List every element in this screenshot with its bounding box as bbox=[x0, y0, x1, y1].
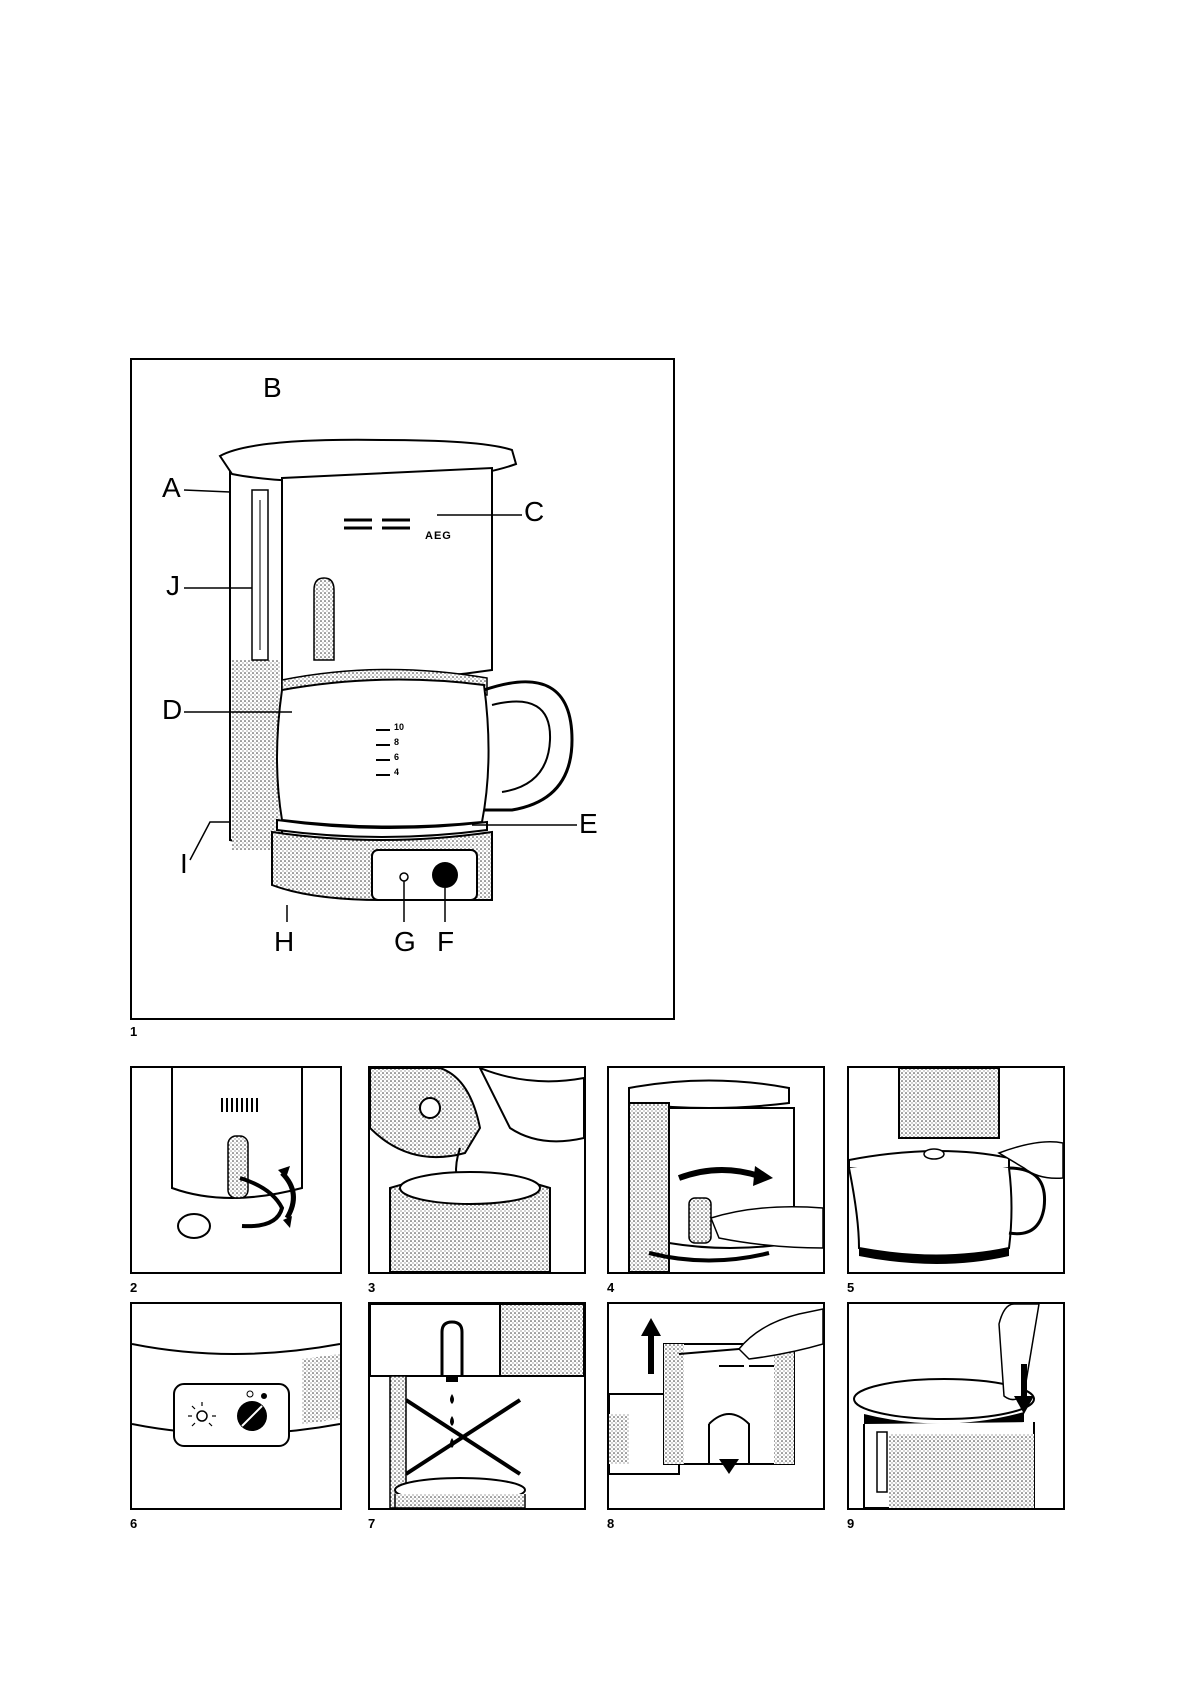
brand-logo-text: AEG bbox=[425, 530, 452, 542]
switch-on-illustration bbox=[132, 1304, 340, 1508]
figure-2-frame bbox=[130, 1066, 342, 1274]
close-lid-illustration bbox=[849, 1304, 1063, 1508]
figure-4-number: 4 bbox=[607, 1280, 614, 1295]
drip-stop-illustration bbox=[370, 1304, 584, 1508]
figure-1-frame: B A C J D E I H G F AEG 10 8 6 4 bbox=[130, 358, 675, 1020]
label-f: F bbox=[437, 926, 454, 958]
figure-2-number: 2 bbox=[130, 1280, 137, 1295]
figure-9-frame bbox=[847, 1302, 1065, 1510]
figure-7-number: 7 bbox=[368, 1516, 375, 1531]
figure-7-frame bbox=[368, 1302, 586, 1510]
figure-3-frame bbox=[368, 1066, 586, 1274]
carafe-scale-4: 4 bbox=[394, 767, 399, 777]
coffee-maker-diagram bbox=[132, 360, 673, 1018]
label-a: A bbox=[162, 472, 181, 504]
label-g: G bbox=[394, 926, 416, 958]
label-b: B bbox=[263, 372, 282, 404]
remove-filter-illustration bbox=[609, 1304, 823, 1508]
figure-6-frame bbox=[130, 1302, 342, 1510]
carafe-scale-6: 6 bbox=[394, 752, 399, 762]
carafe-scale-8: 8 bbox=[394, 737, 399, 747]
figure-1-number: 1 bbox=[130, 1024, 137, 1039]
carafe-placement-illustration bbox=[849, 1068, 1063, 1272]
label-d: D bbox=[162, 694, 182, 726]
power-cord-illustration bbox=[132, 1068, 340, 1272]
figure-4-frame bbox=[607, 1066, 825, 1274]
figure-8-frame bbox=[607, 1302, 825, 1510]
label-c: C bbox=[524, 496, 544, 528]
figure-6-number: 6 bbox=[130, 1516, 137, 1531]
label-e: E bbox=[579, 808, 598, 840]
carafe-scale-10: 10 bbox=[394, 722, 404, 732]
filling-water-illustration bbox=[370, 1068, 584, 1272]
label-h: H bbox=[274, 926, 294, 958]
swivel-filter-illustration bbox=[609, 1068, 823, 1272]
figure-8-number: 8 bbox=[607, 1516, 614, 1531]
label-i: I bbox=[180, 848, 188, 880]
figure-3-number: 3 bbox=[368, 1280, 375, 1295]
figure-5-frame bbox=[847, 1066, 1065, 1274]
figure-5-number: 5 bbox=[847, 1280, 854, 1295]
figure-9-number: 9 bbox=[847, 1516, 854, 1531]
label-j: J bbox=[166, 570, 180, 602]
